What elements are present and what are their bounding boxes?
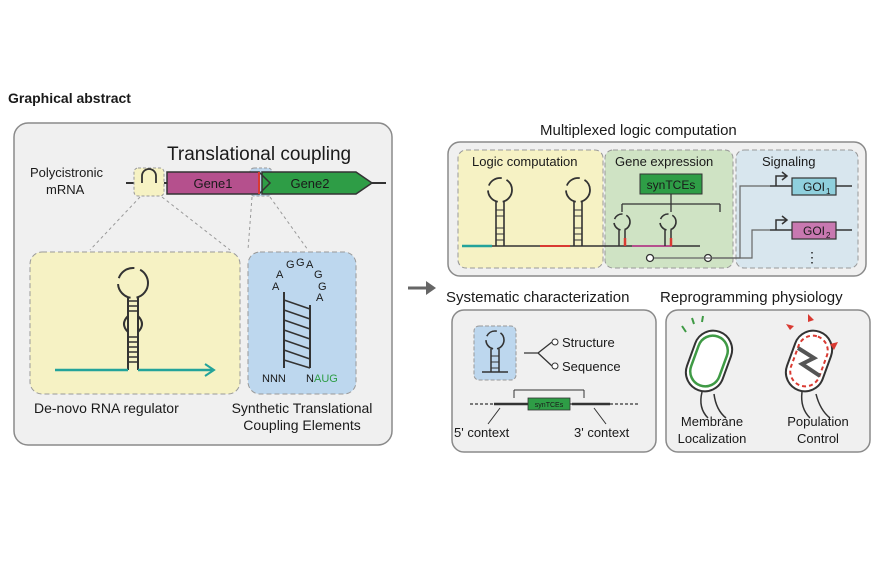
- page-title: Graphical abstract: [8, 90, 131, 106]
- translational-coupling-panel: Translational coupling Polycistronic mRN…: [13, 122, 393, 446]
- gene-expression-label: Gene expression: [615, 154, 713, 169]
- svg-text:A: A: [276, 269, 284, 281]
- context5-label: 5' context: [454, 425, 510, 440]
- systematic-title: Systematic characterization: [446, 289, 629, 306]
- logic-hairpin-1: [487, 177, 513, 246]
- svg-text:GOI: GOI: [803, 224, 825, 238]
- svg-text:G: G: [318, 281, 327, 293]
- gene1-label: Gene1: [193, 176, 232, 191]
- svg-text:synTCEs: synTCEs: [647, 178, 696, 192]
- svg-text:synTCEs: synTCEs: [535, 402, 564, 409]
- tce-box: [247, 251, 357, 395]
- membrane-bacterium: [681, 315, 734, 419]
- multiplexed-logic-panel: Logic computation Gene expression Signal…: [447, 141, 867, 277]
- svg-text:1: 1: [826, 187, 831, 196]
- svg-text:G: G: [286, 259, 295, 271]
- structure-label: Structure: [562, 335, 615, 350]
- more-genes-ellipsis: ⋮: [805, 249, 819, 265]
- membrane-label-2: Localization: [678, 431, 747, 446]
- translational-coupling-title: Translational coupling: [167, 144, 351, 165]
- tce-hairpin-small-2: [659, 213, 677, 246]
- population-label-1: Population: [787, 414, 848, 429]
- svg-text:2: 2: [826, 231, 831, 240]
- svg-text:N: N: [306, 373, 314, 385]
- context3-label: 3' context: [574, 425, 630, 440]
- goi2-box: [791, 221, 837, 240]
- regulator-highlight-box: [133, 167, 165, 197]
- polycistronic-label: Polycistronic: [30, 165, 103, 180]
- tce-caption-line2: Coupling Elements: [243, 417, 361, 433]
- population-label-2: Control: [797, 431, 839, 446]
- aug-codon: AUG: [314, 373, 338, 385]
- transition-arrow: [408, 281, 436, 295]
- signaling-label: Signaling: [762, 154, 816, 169]
- multiplexed-title: Multiplexed logic computation: [540, 122, 737, 139]
- tce-hairpin-small-1: [613, 213, 631, 246]
- reprogramming-physiology-panel: Membrane Localization Population Control: [665, 309, 871, 453]
- goi1-box: [791, 177, 837, 196]
- syntces-small-badge: [527, 397, 571, 411]
- sequence-label: Sequence: [562, 359, 621, 374]
- tce-caption-line1: Synthetic Translational: [232, 400, 373, 416]
- population-bacterium: [784, 314, 838, 419]
- svg-text:A: A: [272, 281, 280, 293]
- reprogramming-title: Reprogramming physiology: [660, 289, 843, 306]
- rna-regulator-caption: De-novo RNA regulator: [34, 400, 179, 416]
- gene2-label: Gene2: [290, 176, 329, 191]
- logic-hairpin-2: [565, 177, 591, 246]
- systematic-characterization-panel: Structure Sequence synTCEs 5' context 3'…: [451, 309, 657, 453]
- mrna-label: mRNA: [46, 182, 85, 197]
- rna-regulator-box: [29, 251, 241, 395]
- rna-regulator-hairpin: [55, 267, 216, 377]
- svg-text:GOI: GOI: [803, 180, 825, 194]
- membrane-label-1: Membrane: [681, 414, 743, 429]
- svg-text:NNN: NNN: [262, 373, 286, 385]
- svg-text:G: G: [314, 269, 323, 281]
- svg-text:G: G: [296, 257, 305, 269]
- syntce-sample-box: [473, 325, 517, 381]
- tce-hairpin: A G G A G A G A NNN N AUG: [262, 257, 338, 385]
- svg-text:A: A: [306, 259, 314, 271]
- svg-text:A: A: [316, 292, 324, 304]
- logic-computation-label: Logic computation: [472, 154, 578, 169]
